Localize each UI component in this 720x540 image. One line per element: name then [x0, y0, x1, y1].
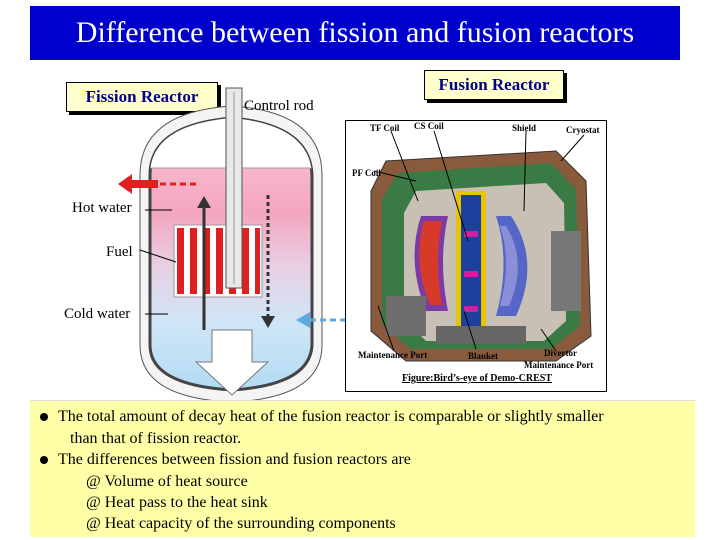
- cold-water-arrow: [296, 312, 350, 328]
- shield-label: Shield: [512, 123, 537, 133]
- control-rod: [225, 87, 243, 289]
- outflow-arrow: [194, 329, 270, 396]
- note-2: The differences between fission and fusi…: [40, 451, 411, 469]
- fuel-label: Fuel: [106, 244, 133, 260]
- bullet-icon: [40, 413, 48, 422]
- fusion-reactor-label: Fusion Reactor: [424, 70, 564, 100]
- sub-item-2: @ Heat pass to the heat sink: [86, 494, 268, 511]
- cs-coil-label: CS Coil: [414, 121, 444, 131]
- note-1-text: The total amount of decay heat of the fu…: [58, 408, 604, 425]
- pf-coil-label: PF Coil: [352, 168, 381, 178]
- figure-caption: Figure:Bird’s-eye of Demo-CREST: [402, 373, 552, 384]
- control-rod-label: Control rod: [244, 98, 314, 114]
- divertor-port-label: Maintenance Port: [524, 360, 594, 370]
- hot-water-label: Hot water: [72, 200, 132, 216]
- title-bar: Difference between fission and fusion re…: [30, 6, 680, 60]
- note-1: The total amount of decay heat of the fu…: [40, 408, 604, 426]
- flow-arrows-left: [197, 196, 211, 330]
- note-2-text: The differences between fission and fusi…: [58, 451, 411, 468]
- bullet-icon: [40, 456, 48, 465]
- page-title: Difference between fission and fusion re…: [75, 16, 635, 49]
- vessel-outer: [139, 105, 323, 403]
- note-1-cont: than that of fission reactor.: [70, 430, 242, 447]
- fuel-rods: [173, 224, 263, 298]
- vessel-water: [148, 116, 314, 392]
- fusion-reactor-label-text: Fusion Reactor: [438, 75, 550, 94]
- fission-reactor-label: Fission Reactor: [66, 82, 218, 112]
- divertor-label: Divertor: [544, 348, 577, 358]
- tf-coil-label: TF Coil: [370, 123, 400, 133]
- hot-water-arrow: [118, 174, 200, 194]
- cryostat-label: Cryostat: [566, 125, 600, 135]
- notes-panel: The total amount of decay heat of the fu…: [30, 400, 695, 537]
- sub-item-1: @ Volume of heat source: [86, 473, 248, 490]
- flow-arrows-right: [261, 195, 275, 328]
- fission-reactor-label-text: Fission Reactor: [85, 87, 199, 106]
- fusion-figure-frame: TF Coil CS Coil Shield Cryostat PF Coil …: [345, 120, 607, 392]
- maintenance-port-label: Maintenance Port: [358, 350, 428, 360]
- blanket-label: Blanket: [468, 351, 499, 361]
- sub-item-3: @ Heat capacity of the surrounding compo…: [86, 515, 396, 532]
- cold-water-label: Cold water: [64, 306, 131, 322]
- fusion-reactor-diagram: [370, 130, 592, 362]
